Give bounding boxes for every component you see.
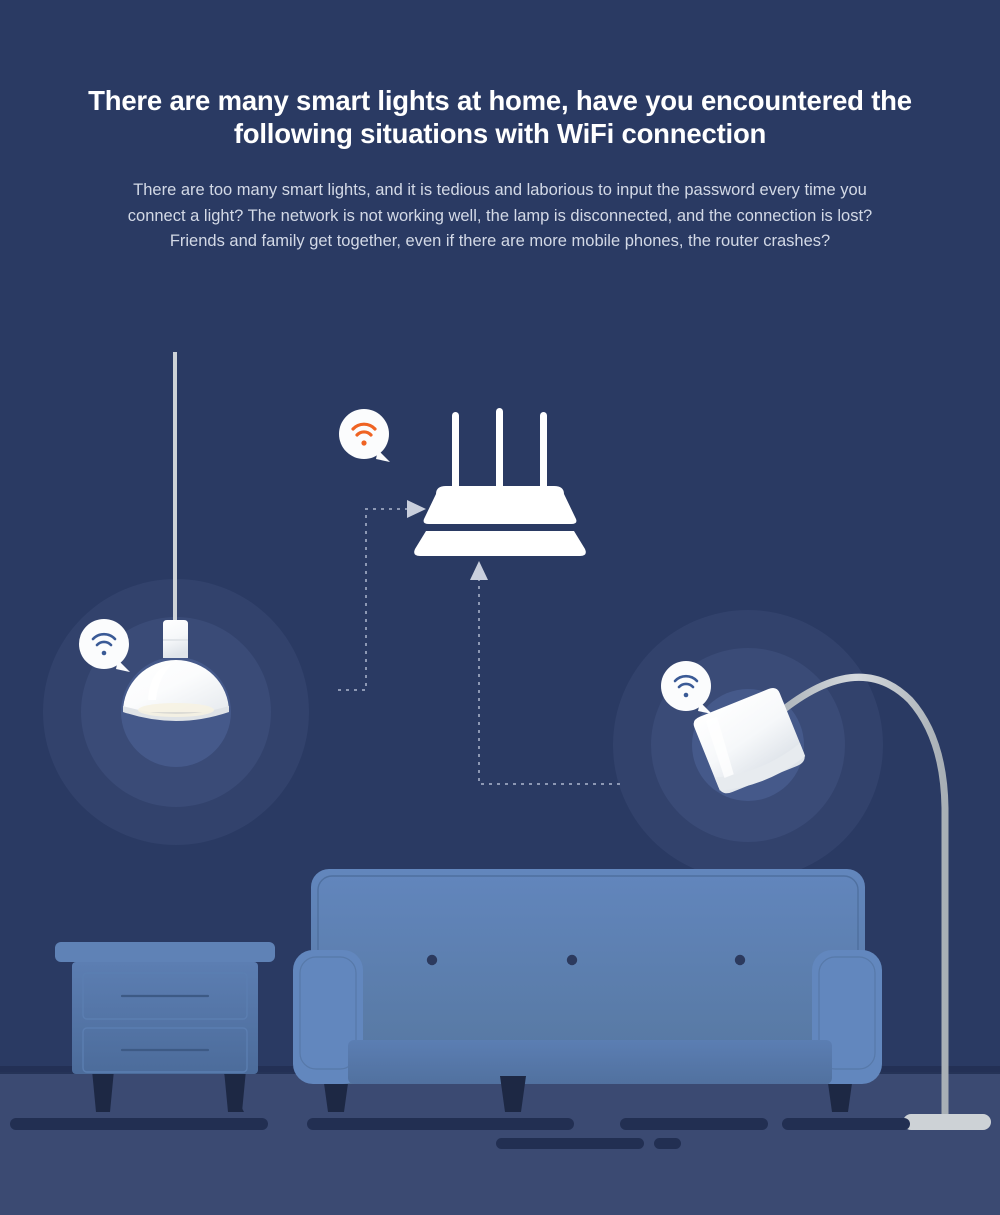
sofa-button [734,954,746,966]
three-seat-sofa [293,869,882,1112]
sofa-leg-left [323,1076,349,1112]
shadow-bar-front-short [654,1138,681,1149]
shadow-bar-table [10,1118,268,1130]
sofa-seat-base [348,1040,832,1084]
table-leg-left [92,1070,114,1112]
wifi-icon-blue-left [91,632,117,656]
sofa-armrest-left [293,950,363,1084]
page-description: There are too many smart lights, and it … [127,181,873,250]
pendant-highlight [148,664,172,700]
shadow-bar-sofa-right [782,1118,910,1130]
pendant-bulb-glow [138,703,214,717]
router-body-base [414,531,586,556]
router-antenna-center [496,408,503,500]
sofa-leg-center [500,1076,526,1112]
pendant-wifi-bubble [79,619,130,672]
shadow-bar-sofa-mid [620,1118,768,1130]
shadow-bar-sofa-left [307,1118,574,1130]
floor-lamp-shade-lip [714,743,806,791]
router-wifi-bubble [339,409,390,462]
table-drawer-bottom [82,1027,248,1073]
router-antenna-right [540,412,547,500]
sofa-armrest-left-inner [299,956,357,1070]
table-top-slab [55,942,275,962]
table-leg-right-b [224,1070,246,1112]
arrow-head-to-router-bottom [470,561,488,580]
floor-shadows [10,1118,910,1149]
table-drawer-top [82,972,248,1020]
floor-lamp-pole [779,673,949,1126]
floor-lamp-wifi-bubble [661,661,712,714]
floor-lamp-shade [693,688,806,794]
router-antenna-left [452,412,459,500]
connection-floorlamp-to-router [470,561,620,785]
floor-lamp-shade-highlight [705,716,734,778]
connection-pendant-to-router [338,500,426,691]
wifi-router [414,408,586,556]
pendant-shade-rim [123,706,229,721]
sofa-armrest-right-inner [818,956,876,1070]
pendant-cord [173,352,177,624]
arrow-head-to-router-left [407,500,426,518]
router-body-top [423,486,577,524]
sofa-leg-right [827,1076,853,1112]
sofa-button [566,954,578,966]
wifi-icon-blue-right [673,674,699,698]
bedside-table [55,942,275,1112]
table-body [72,962,258,1074]
shadow-bar-front-long [496,1138,644,1149]
sofa-backrest [311,869,865,1084]
floor-lamp-base [903,1114,991,1130]
wifi-icon-orange [351,422,377,446]
sofa-button [426,954,438,966]
arc-floor-lamp [693,673,991,1130]
page-title: There are many smart lights at home, hav… [88,85,912,149]
pendant-ceiling-lamp [123,352,229,721]
